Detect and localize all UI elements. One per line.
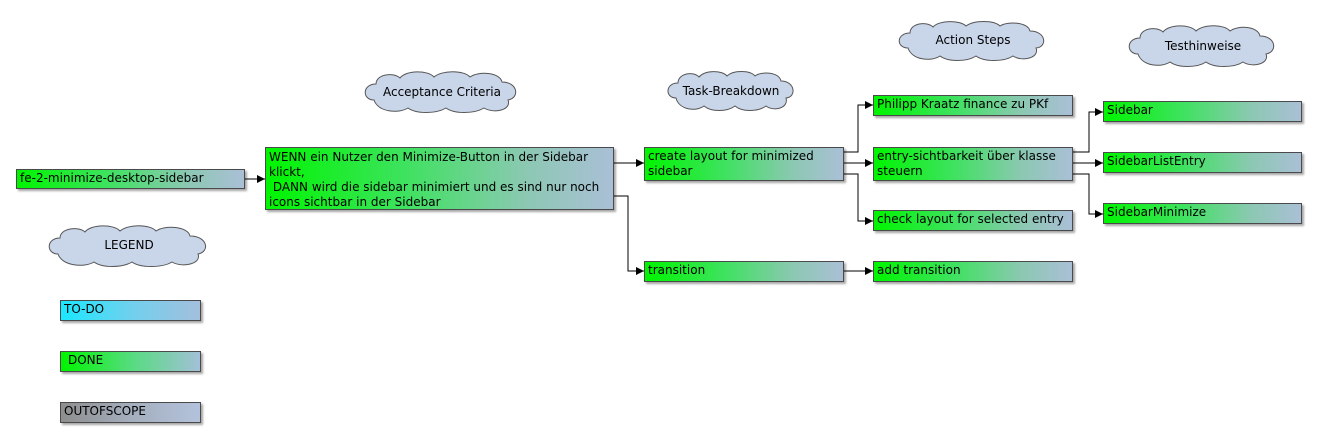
cloud-shape: [667, 71, 794, 111]
acceptance-line-1: WENN ein Nutzer den Minimize-Button in d…: [269, 150, 589, 164]
action-node-rename[interactable]: Philipp Kraatz finance zu PKf: [873, 95, 1073, 116]
legend-done: DONE: [60, 351, 201, 372]
edge-layout-check: [844, 173, 873, 225]
acceptance-line-4: icons sichtbar in der Sidebar: [269, 195, 441, 209]
test-node-sidebar[interactable]: Sidebar: [1103, 101, 1302, 122]
header-cloud-task-breakdown: Task-Breakdown: [664, 70, 798, 112]
legend-label: LEGEND: [104, 238, 154, 252]
cloud-shape: [364, 71, 517, 113]
task-transition-label: transition: [648, 263, 706, 277]
story-label: fe-2-minimize-desktop-sidebar: [20, 171, 204, 185]
acceptance-line-2: klickt,: [269, 165, 305, 179]
acceptance-line-3: DANN wird die sidebar minimiert und es s…: [269, 180, 600, 194]
action-rename-label: Philipp Kraatz finance zu PKf: [877, 97, 1049, 111]
cloud-shape: [48, 225, 206, 267]
action-add-transition-label: add transition: [877, 263, 961, 277]
acceptance-criteria-node[interactable]: WENN ein Nutzer den Minimize-Button in d…: [265, 147, 614, 210]
action-visibility-line-1: entry-sichtbarkeit über klasse: [877, 149, 1056, 163]
action-node-visibility[interactable]: entry-sichtbarkeit über klasse steuern: [873, 147, 1073, 181]
legend-cloud: LEGEND: [44, 224, 214, 268]
header-test-label: Testhinweise: [1164, 39, 1242, 53]
task-layout-line-1: create layout for minimized: [648, 149, 814, 163]
cloud-shape: [1128, 25, 1275, 67]
story-node[interactable]: fe-2-minimize-desktop-sidebar: [16, 169, 245, 189]
action-node-check-layout[interactable]: check layout for selected entry: [873, 210, 1073, 231]
test-node-sidebar-minimize[interactable]: SidebarMinimize: [1103, 203, 1302, 224]
header-cloud-action-steps: Action Steps: [894, 20, 1052, 62]
legend-out-of-scope: OUTOFSCOPE: [60, 402, 201, 423]
test-minimize-label: SidebarMinimize: [1107, 205, 1207, 219]
cloud-shape: [898, 21, 1045, 61]
legend-oos-label: OUTOFSCOPE: [64, 404, 146, 418]
header-cloud-acceptance-criteria: Acceptance Criteria: [360, 70, 524, 114]
task-node-create-layout[interactable]: create layout for minimized sidebar: [644, 147, 844, 181]
task-layout-line-2: sidebar: [648, 164, 693, 178]
edge-layout-rename: [844, 101, 873, 153]
task-node-transition[interactable]: transition: [644, 261, 844, 282]
test-list-entry-label: SidebarListEntry: [1107, 154, 1206, 168]
header-acceptance-label: Acceptance Criteria: [382, 85, 501, 99]
action-visibility-line-2: steuern: [877, 164, 923, 178]
test-node-sidebar-list-entry[interactable]: SidebarListEntry: [1103, 152, 1302, 173]
legend-todo-label: TO-DO: [64, 302, 105, 316]
edge-visibility-sidebar: [1073, 108, 1103, 153]
edge-visibility-minimize: [1073, 173, 1103, 218]
header-cloud-testhinweise: Testhinweise: [1124, 24, 1282, 68]
legend-todo: TO-DO: [60, 300, 201, 321]
action-check-label: check layout for selected entry: [877, 212, 1064, 226]
header-task-label: Task-Breakdown: [682, 84, 780, 98]
action-node-add-transition[interactable]: add transition: [873, 261, 1073, 282]
edge-acceptance-transition: [614, 195, 644, 275]
legend-done-label: DONE: [68, 353, 104, 367]
test-sidebar-label: Sidebar: [1107, 103, 1153, 117]
header-action-label: Action Steps: [935, 33, 1011, 47]
